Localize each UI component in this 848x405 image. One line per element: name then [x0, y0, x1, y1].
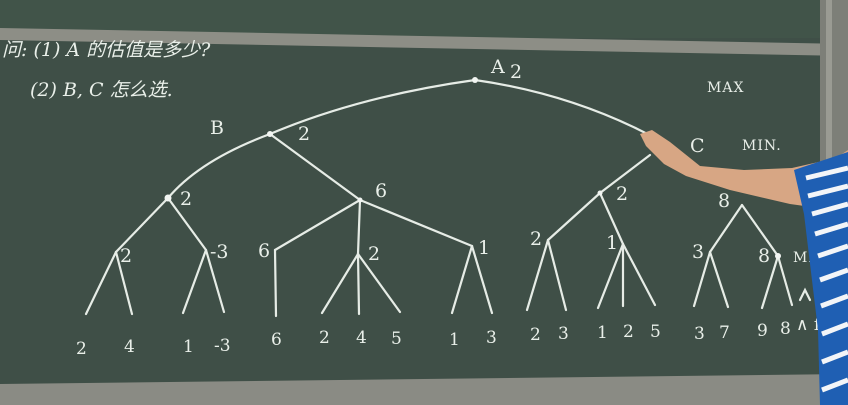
leaf-value: 2: [530, 325, 541, 345]
c-child-1-value: 2: [616, 183, 628, 205]
leaf-value: 2: [76, 339, 87, 359]
leaf-value: 1: [183, 337, 194, 357]
min2-value-7: 1: [606, 232, 618, 254]
edge-a-b: [268, 78, 477, 136]
node-a-name: A: [490, 56, 505, 78]
level-label-min: MIN.: [742, 138, 782, 154]
node-c-value: 8: [718, 190, 730, 212]
level-label-max: MAX: [707, 80, 744, 96]
min2-value-8: 3: [692, 241, 704, 263]
node-a: [472, 77, 478, 83]
node-b-name: B: [210, 117, 224, 139]
leaf-value: 4: [124, 337, 135, 357]
game-tree-edges: [84, 78, 812, 318]
pointing-arm: [640, 130, 848, 405]
leaf-value: 2: [319, 328, 330, 348]
question-line-2: (2) B, C 怎么选.: [30, 79, 173, 101]
leaf-value: 3: [558, 324, 569, 344]
leaf-value: 1: [449, 330, 460, 350]
leaf-value: 2: [623, 322, 634, 342]
min2-value-2: -3: [210, 241, 229, 263]
arm-skin: [640, 130, 848, 212]
min2-value-6: 2: [530, 228, 542, 250]
node-c-name: C: [690, 135, 705, 157]
leaf-value: 6: [271, 330, 282, 350]
min2-value-3: 6: [258, 240, 270, 262]
leaf-value: 5: [650, 322, 661, 342]
edge-b-right: [268, 132, 362, 202]
min2-value-4: 2: [368, 243, 380, 265]
b-child-2-value: 6: [375, 180, 387, 202]
leaf-value: 9: [757, 321, 768, 341]
leaf-value: 8: [780, 319, 791, 339]
b-child-1-value: 2: [180, 188, 192, 210]
min2-value-5: 1: [478, 237, 490, 259]
node-a-value: 2: [510, 61, 522, 83]
leaf-value: 3: [486, 328, 497, 348]
node-b: [267, 131, 273, 137]
edge-b-left: [166, 132, 272, 200]
leaf-value: 1: [597, 323, 608, 343]
tree-nodes: [164, 77, 781, 259]
leaf-value: -3: [214, 336, 231, 356]
top-frame: [0, 28, 848, 56]
leaf-value: 3: [694, 324, 705, 344]
min2-value-1: 2: [120, 245, 132, 267]
question-line-1: 问: (1) A 的估值是多少?: [2, 39, 211, 61]
min2-value-9: 8: [758, 245, 770, 267]
leaf-values: 2 4 1 -3 6 2 4 5 1 3 2 3 1 2 5 3 7 9 8: [76, 319, 791, 359]
leaf-value: 4: [356, 328, 367, 348]
leaf-value: 5: [391, 329, 402, 349]
bottom-frame: [0, 374, 848, 405]
node-b-value: 2: [298, 123, 310, 145]
leaf-value: 7: [719, 323, 730, 343]
